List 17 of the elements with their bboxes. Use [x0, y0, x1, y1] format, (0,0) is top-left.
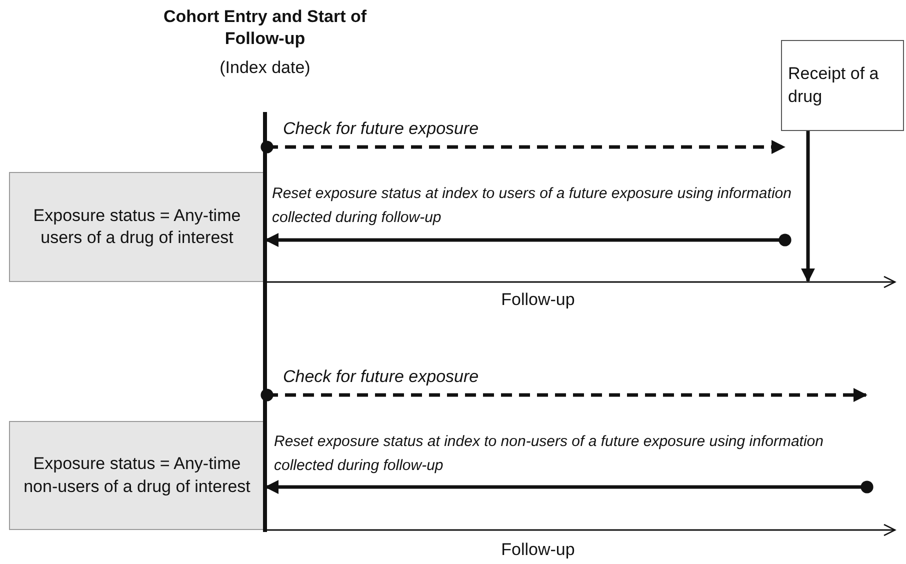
follow-up-timeline	[267, 524, 897, 536]
arrow	[264, 480, 874, 494]
heading: Cohort Entry and Start of Follow-up	[162, 6, 368, 50]
follow-up-timeline	[267, 276, 897, 288]
arrow	[260, 388, 868, 402]
arrow	[801, 131, 815, 282]
exposure-status-box	[9, 172, 265, 282]
exposure-status-box	[9, 421, 265, 530]
event-box	[781, 40, 904, 131]
axis-label: Follow-up	[500, 539, 576, 561]
status-label: Exposure status = Any-time users of a drug of interest	[32, 204, 242, 249]
axis-label: Follow-up	[500, 289, 576, 311]
event-label: Receipt of a drug	[788, 63, 880, 108]
subheading: (Index date)	[218, 57, 312, 79]
arrow	[264, 233, 792, 247]
status-label: Exposure status = Any-time non-users of a drug of interest	[22, 453, 252, 498]
arrow	[260, 140, 786, 154]
